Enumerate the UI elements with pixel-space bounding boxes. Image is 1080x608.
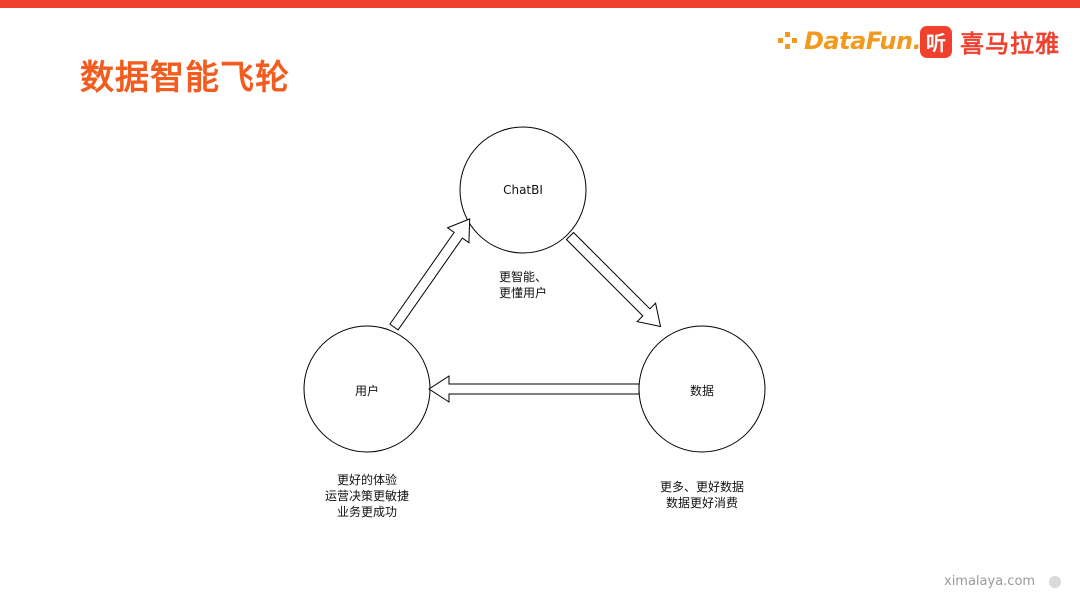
data-caption: 更多、更好数据 数据更好消费 — [642, 479, 762, 511]
chatbi-caption: 更智能、 更懂用户 — [463, 269, 583, 301]
ximalaya-logo: 听 喜马拉雅 — [920, 24, 1060, 59]
arrow-user-to-chatbi — [389, 218, 471, 331]
diagram-canvas — [303, 126, 766, 453]
data-caption-line: 更多、更好数据 — [659, 480, 744, 494]
user-caption-line: 运营决策更敏捷 — [324, 489, 409, 503]
user-caption-line: 更好的体验 — [336, 473, 397, 487]
top-accent-bar — [0, 0, 1080, 8]
chatbi-caption-line: 更智能、 — [498, 270, 547, 284]
footer-url: ximalaya.com — [944, 574, 1036, 589]
chatbi-node-label: ChatBI — [503, 183, 543, 197]
arrow-data-to-user — [428, 375, 640, 403]
data-node-label: 数据 — [689, 384, 714, 398]
page-title: 数据智能飞轮 — [80, 58, 290, 98]
arrow-chatbi-to-data — [565, 231, 662, 328]
datafun-logo-text: DataFun. — [804, 27, 922, 55]
user-caption-line: 业务更成功 — [336, 505, 397, 519]
data-caption-line: 数据更好消费 — [665, 496, 738, 510]
flywheel-diagram: ChatBI 用户 数据 更智能、 更懂用户 更好的体验 运营决策更敏捷 业务更… — [301, 125, 779, 572]
datafun-logo: DataFun. — [778, 26, 922, 56]
chatbi-node-circle — [459, 126, 587, 254]
footer-dot-icon — [1049, 576, 1061, 588]
user-node-label: 用户 — [354, 384, 379, 398]
datafun-dots-icon — [778, 32, 797, 49]
chatbi-caption-line: 更懂用户 — [498, 286, 547, 300]
ximalaya-badge-icon: 听 — [920, 25, 952, 58]
user-caption: 更好的体验 运营决策更敏捷 业务更成功 — [302, 472, 432, 520]
ximalaya-logo-text: 喜马拉雅 — [960, 30, 1060, 58]
